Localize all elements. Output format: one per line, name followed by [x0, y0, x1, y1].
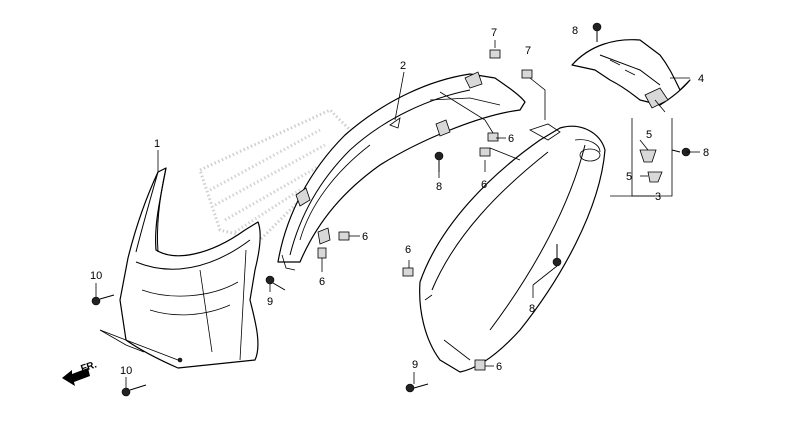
screw-8-lower [552, 244, 562, 267]
clip-nuts [317, 49, 533, 371]
fasteners [91, 22, 691, 397]
clip-nut-7-right [521, 69, 533, 79]
label-part-10-b: 10 [120, 365, 132, 377]
clip-nut-7-top [489, 49, 501, 59]
label-part-8-a: 8 [572, 25, 578, 37]
label-part-10-a: 10 [90, 270, 102, 282]
label-part-6-c: 6 [362, 231, 368, 243]
part-labels: 1 2 3 4 5 5 6 6 6 6 6 6 7 7 8 8 8 8 9 9 … [90, 25, 709, 377]
clip-nut-6-e [402, 267, 414, 277]
label-part-6-f: 6 [496, 361, 502, 373]
grommet-5-b [647, 171, 663, 183]
screw-9-bottom [405, 383, 429, 393]
label-part-8-b: 8 [436, 181, 442, 193]
label-part-8-c: 8 [703, 147, 709, 159]
label-part-7-a: 7 [491, 27, 497, 39]
screw-8-center [434, 151, 444, 172]
part-3-side-cover [419, 123, 606, 373]
clip-nut-6-f [474, 359, 486, 371]
label-part-4: 4 [698, 73, 704, 85]
label-part-7-b: 7 [525, 45, 531, 57]
front-direction-indicator: FR. [62, 359, 98, 386]
label-part-1: 1 [154, 138, 160, 150]
part-1-front-lower-cover [119, 167, 261, 369]
front-arrow-icon [62, 368, 90, 386]
label-part-3: 3 [655, 191, 661, 203]
part-4-upper-bracket [571, 39, 691, 113]
label-part-6-d: 6 [319, 276, 325, 288]
bolt-10-upper [91, 294, 115, 306]
label-part-5-b: 5 [626, 171, 632, 183]
label-part-2: 2 [400, 60, 406, 72]
leader-lines [95, 40, 700, 388]
label-part-5-a: 5 [646, 129, 652, 141]
bolt-10-lower [121, 384, 147, 397]
label-part-6-a: 6 [508, 133, 514, 145]
clip-nut-6-b [479, 147, 491, 157]
screw-8-top-bracket [592, 22, 602, 42]
label-part-9-b: 9 [412, 359, 418, 371]
part-2-inner-cover [277, 71, 526, 271]
clip-nut-6-d [317, 247, 327, 259]
label-part-6-e: 6 [405, 244, 411, 256]
label-part-9-a: 9 [267, 296, 273, 308]
label-part-6-b: 6 [481, 179, 487, 191]
screw-9-mid [265, 275, 286, 291]
label-part-8-d: 8 [529, 303, 535, 315]
clip-nut-6-a [487, 132, 499, 142]
clip-nut-6-c [338, 231, 350, 241]
grommet-5-a [639, 149, 657, 163]
front-label: FR. [80, 359, 99, 375]
